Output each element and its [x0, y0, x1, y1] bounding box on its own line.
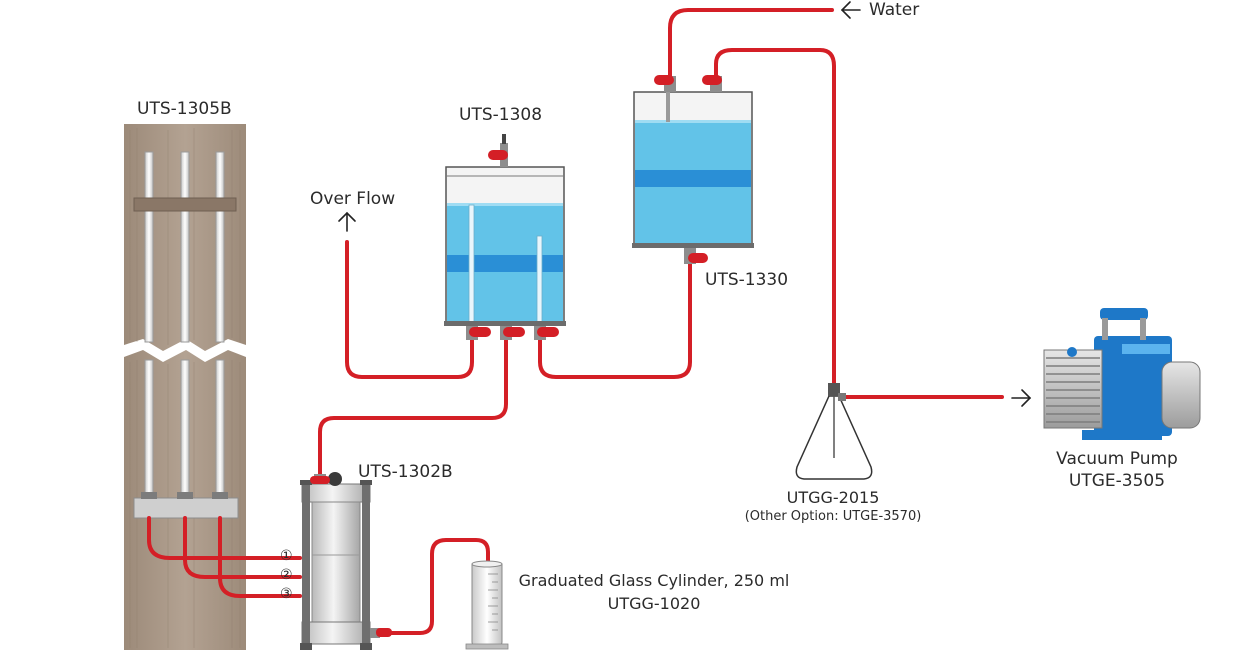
board-label: UTS-1305B — [137, 99, 232, 119]
pump-label: Vacuum Pump UTGE-3505 — [1040, 448, 1194, 492]
flask-label-line1: UTGG-2015 — [786, 488, 880, 507]
pump-label-line1: Vacuum Pump — [1056, 449, 1178, 469]
pump-label-line2: UTGE-3505 — [1068, 471, 1166, 491]
board-clamp — [133, 197, 237, 212]
flask-label-line2: (Other Option: UTGE-3570) — [744, 509, 922, 524]
overflow-arrow-icon — [338, 211, 356, 232]
water-arrow-icon — [840, 1, 861, 19]
standpipe-upper — [144, 151, 225, 343]
tank-1330-band — [635, 170, 751, 187]
flask-label: UTGG-2015 (Other Option: UTGE-3570) — [730, 488, 936, 526]
cylinder-label: Graduated Glass Cylinder, 250 ml UTGG-10… — [512, 569, 796, 615]
manometer-board — [124, 124, 246, 650]
tank-1308-label: UTS-1308 — [459, 105, 543, 125]
tank-1330-label: UTS-1330 — [705, 270, 789, 290]
tubing — [147, 8, 1004, 635]
port-number-2: ② — [280, 567, 293, 583]
port-number-3: ③ — [280, 586, 293, 602]
water-label: Water — [869, 0, 920, 20]
graduated-cylinder — [465, 560, 509, 650]
tank-uts-1308 — [444, 134, 566, 340]
manifold-block — [133, 497, 239, 519]
cylinder-label-line1: Graduated Glass Cylinder, 250 ml — [518, 571, 790, 590]
cylinder-label-line2: UTGG-1020 — [607, 594, 701, 613]
exhaust-arrow-icon — [1011, 389, 1032, 407]
cell-pressure-knob — [328, 472, 342, 486]
vacuum-pump — [1043, 308, 1201, 440]
vacuum-flask — [795, 383, 873, 480]
overflow-label: Over Flow — [310, 189, 396, 209]
tank-1308-band — [447, 255, 563, 272]
port-number-1: ① — [280, 548, 293, 564]
cell-label: UTS-1302B — [358, 462, 453, 482]
permeability-cell — [300, 472, 392, 650]
tank-uts-1330 — [632, 75, 754, 264]
pump-handle — [1100, 308, 1148, 320]
